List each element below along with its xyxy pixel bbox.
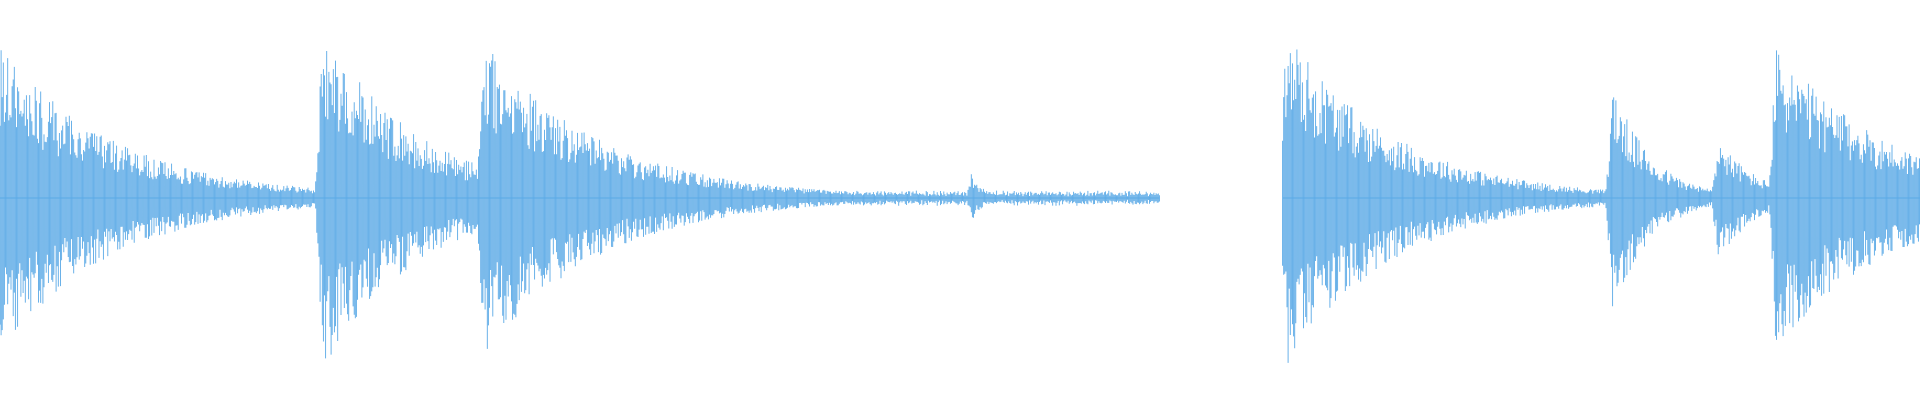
waveform-trace (0, 49, 1920, 363)
waveform-samples (0, 49, 1920, 363)
